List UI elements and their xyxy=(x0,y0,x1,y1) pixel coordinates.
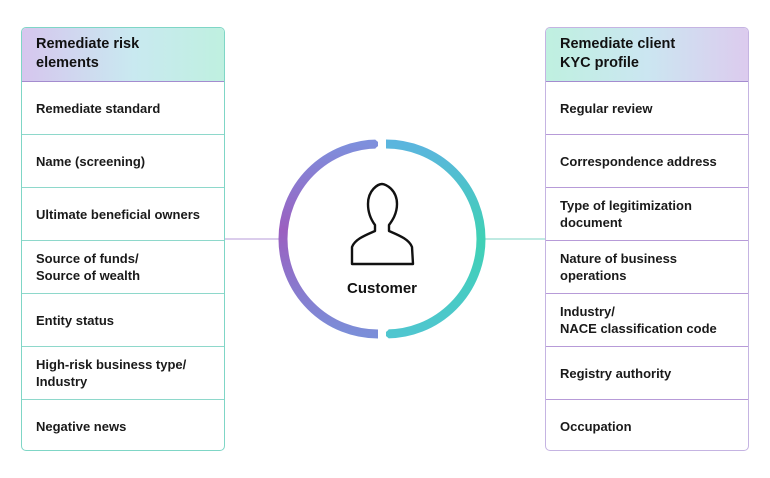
kyc-item: Regular review xyxy=(546,82,748,135)
kyc-item: Industry/ NACE classification code xyxy=(546,294,748,347)
kyc-item: Type of legitimization document xyxy=(546,188,748,241)
kyc-item: Nature of business operations xyxy=(546,241,748,294)
ring-bottom-chevron xyxy=(380,328,389,340)
kyc-profile-panel: Remediate client KYC profile Regular rev… xyxy=(545,27,749,451)
ring-left-arc xyxy=(278,139,379,339)
ring-top-chevron xyxy=(375,138,384,150)
risk-item: Ultimate beneficial owners xyxy=(22,188,224,241)
person-icon xyxy=(350,182,415,266)
risk-item: Source of funds/ Source of wealth xyxy=(22,241,224,294)
risk-item: Remediate standard xyxy=(22,82,224,135)
risk-item: High-risk business type/ Industry xyxy=(22,347,224,400)
kyc-item: Registry authority xyxy=(546,347,748,400)
ring-right-arc xyxy=(385,139,486,339)
kyc-profile-title: Remediate client KYC profile xyxy=(546,28,748,82)
kyc-item: Correspondence address xyxy=(546,135,748,188)
risk-item: Negative news xyxy=(36,419,127,434)
risk-elements-title: Remediate risk elements xyxy=(22,28,224,82)
risk-item: Entity status xyxy=(22,294,224,347)
risk-elements-panel: Remediate risk elements Remediate standa… xyxy=(21,27,225,451)
kyc-item: Occupation xyxy=(560,419,632,434)
risk-item: Name (screening) xyxy=(22,135,224,188)
customer-label: Customer xyxy=(346,280,417,297)
